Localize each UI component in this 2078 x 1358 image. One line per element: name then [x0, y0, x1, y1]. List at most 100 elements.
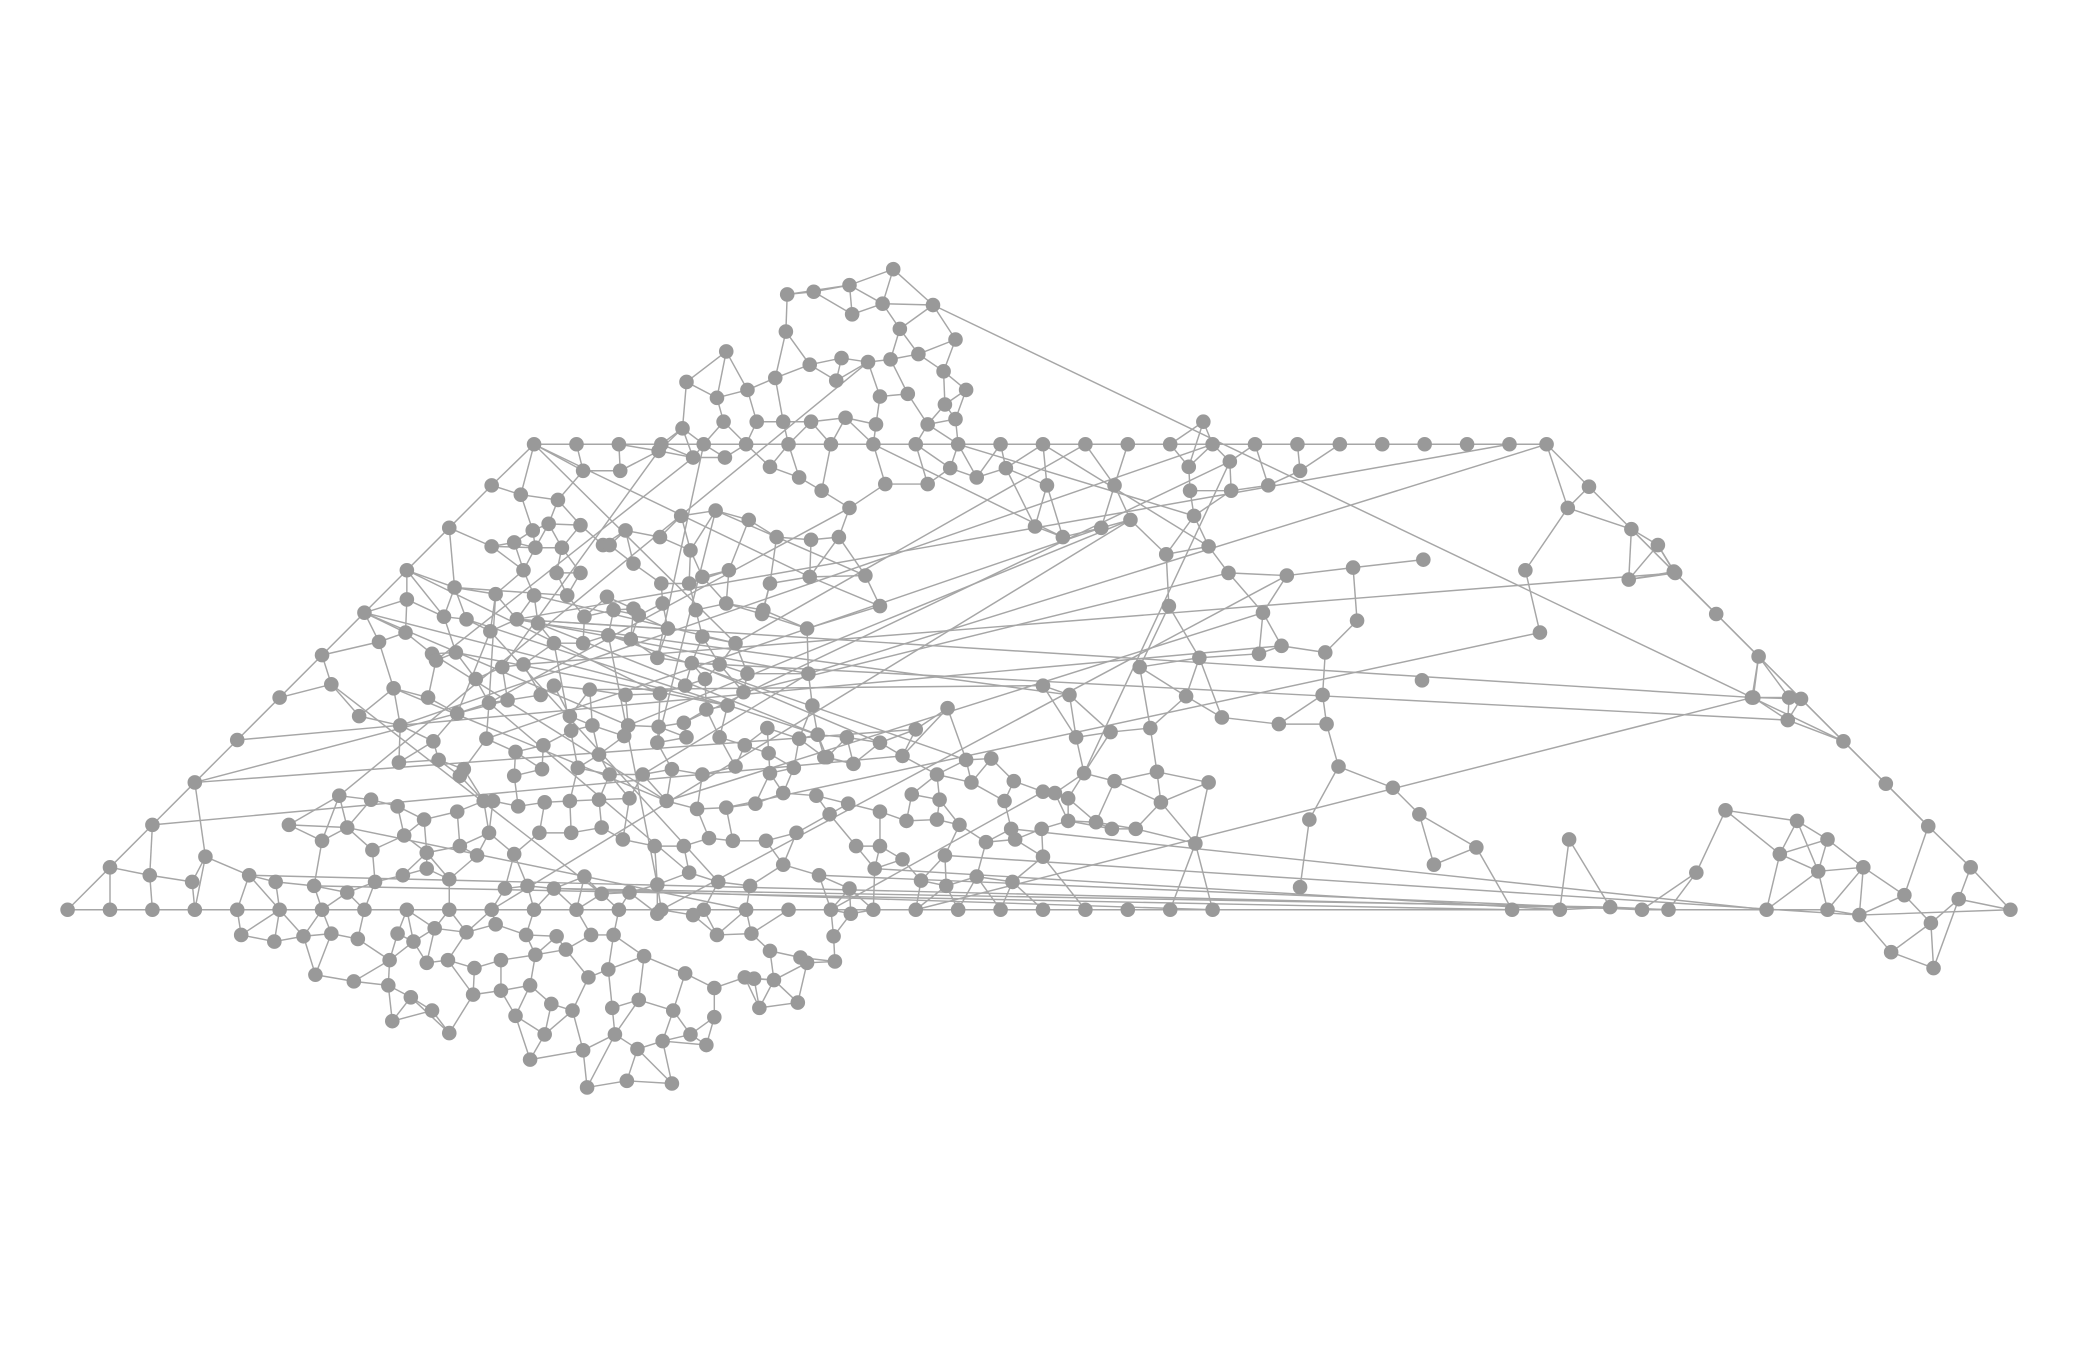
- graph-node: [626, 556, 641, 571]
- graph-node: [1502, 436, 1517, 452]
- graph-node: [860, 354, 876, 370]
- graph-edge: [820, 444, 832, 491]
- graph-edge: [586, 1034, 616, 1088]
- graph-node: [631, 992, 647, 1008]
- graph-node: [1251, 646, 1267, 662]
- graph-node: [484, 539, 499, 554]
- graph-node: [791, 731, 807, 746]
- graph-node: [1317, 645, 1333, 660]
- graph-node: [707, 1009, 722, 1025]
- graph-node: [675, 421, 690, 436]
- graph-node: [229, 902, 245, 918]
- graph-edge: [279, 683, 332, 699]
- graph-edge: [248, 874, 281, 911]
- graph-edge: [1818, 866, 1864, 873]
- graph-node: [969, 869, 985, 884]
- graph-node: [1255, 605, 1271, 620]
- graph-node: [1552, 902, 1568, 918]
- graph-node: [769, 529, 784, 545]
- graph-node: [1621, 572, 1637, 587]
- graph-edge: [957, 443, 1195, 517]
- graph-node: [546, 678, 562, 693]
- graph-node: [577, 609, 592, 624]
- graph-edge: [553, 643, 579, 768]
- graph-node: [2003, 902, 2018, 918]
- graph-node: [585, 718, 600, 733]
- graph-edge: [946, 707, 967, 761]
- graph-edge: [1083, 461, 1231, 774]
- graph-node: [1772, 846, 1788, 862]
- graph-node: [516, 562, 531, 578]
- graph-node: [1221, 565, 1236, 581]
- graph-node: [1181, 459, 1197, 475]
- graph-edge: [466, 618, 818, 736]
- graph-node: [806, 284, 821, 300]
- graph-edge: [656, 510, 717, 743]
- graph-edge: [1545, 444, 1569, 509]
- graph-edge: [152, 755, 903, 826]
- graph-node: [701, 830, 717, 846]
- graph-edge: [1198, 657, 1223, 718]
- graph-node: [877, 476, 893, 492]
- graph-node: [1123, 512, 1138, 528]
- graph-edge: [1725, 809, 1781, 855]
- graph-edge: [1165, 515, 1195, 555]
- graph-edge: [406, 569, 455, 589]
- graph-node: [775, 785, 791, 801]
- graph-node: [868, 417, 884, 432]
- graph-node: [842, 277, 857, 293]
- graph-node: [717, 450, 733, 465]
- graph-edge: [1546, 443, 1590, 488]
- graph-node: [452, 838, 468, 854]
- graph-node: [872, 735, 888, 750]
- graph-edge: [149, 824, 154, 876]
- graph-edge: [194, 856, 207, 910]
- graph-node: [842, 881, 857, 896]
- graph-node: [1078, 436, 1093, 452]
- graph-node: [565, 1003, 580, 1018]
- graph-node: [1518, 562, 1533, 578]
- graph-node: [1923, 915, 1939, 931]
- graph-node: [911, 346, 926, 362]
- graph-edge: [1725, 809, 1798, 822]
- graph-node: [440, 952, 456, 968]
- graph-node: [1897, 887, 1912, 903]
- graph-edge: [1588, 486, 1632, 530]
- graph-edge: [338, 361, 869, 797]
- graph-node: [549, 928, 564, 944]
- graph-edge: [516, 618, 809, 675]
- graph-edge: [1156, 771, 1209, 784]
- graph-edge: [1927, 825, 1972, 868]
- graph-node: [660, 621, 676, 636]
- graph-node: [1178, 688, 1194, 704]
- graph-node: [424, 1003, 440, 1018]
- graph-edge: [636, 1048, 673, 1084]
- graph-node: [725, 833, 741, 849]
- graph-node: [872, 804, 888, 819]
- graph-node: [630, 1041, 645, 1057]
- graph-edge: [1475, 847, 1513, 911]
- graph-node: [528, 540, 543, 556]
- graph-node: [591, 792, 607, 807]
- graph-edge: [1970, 866, 2011, 911]
- graph-edge: [1160, 781, 1209, 804]
- graph-node: [920, 476, 935, 492]
- graph-node: [579, 1080, 595, 1095]
- graph-node: [834, 350, 849, 366]
- graph-edge: [642, 673, 809, 776]
- graph-node: [324, 926, 339, 941]
- graph-node: [1926, 960, 1941, 976]
- graph-edge: [1139, 657, 1200, 668]
- graph-node: [1744, 690, 1760, 705]
- graph-node: [419, 861, 435, 876]
- graph-node: [964, 775, 979, 790]
- graph-edge: [689, 510, 717, 551]
- graph-edge: [849, 268, 894, 286]
- graph-node: [952, 817, 967, 833]
- graph-node: [306, 878, 322, 894]
- graph-node: [978, 834, 994, 850]
- graph-node: [720, 698, 735, 713]
- graph-node: [1385, 780, 1401, 796]
- graph-node: [948, 411, 963, 427]
- graph-node: [563, 825, 579, 841]
